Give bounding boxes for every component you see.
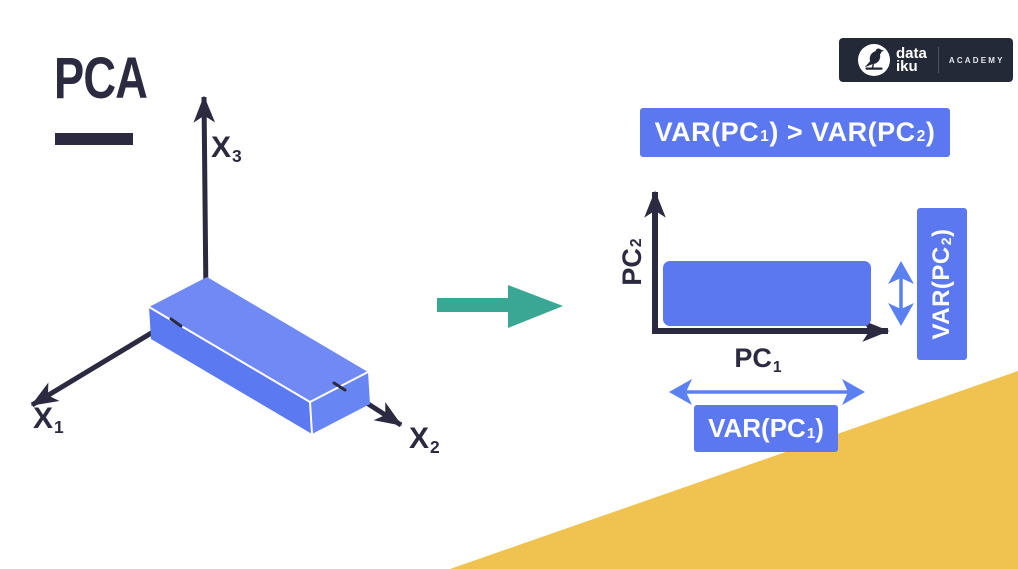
dataiku-logo: data iku ACADEMY <box>839 38 1013 82</box>
transform-arrow-icon <box>437 285 563 328</box>
horizontal-variance-arrow-icon <box>669 379 865 405</box>
page-title: PCA <box>54 46 148 111</box>
academy-label: ACADEMY <box>948 55 1005 65</box>
logo-divider <box>937 47 939 73</box>
brand-name-top: data <box>896 45 927 62</box>
title-underline <box>55 133 133 145</box>
pc1-axis-label: PC1 <box>734 343 782 376</box>
yellow-corner-decoration <box>450 371 1018 569</box>
brand-name: data iku <box>896 45 927 75</box>
pc-data-rectangle <box>663 261 871 326</box>
x3-axis-line <box>193 95 216 301</box>
vertical-variance-arrow-icon <box>888 261 914 326</box>
brand-name-bottom: iku <box>896 58 918 75</box>
hidden-axis-tick-marks <box>169 317 347 392</box>
cuboid-front-face <box>149 307 312 434</box>
x2-axis-label: X2 <box>409 422 440 458</box>
axes-2d-figure <box>644 190 890 342</box>
cuboid-end-face <box>310 372 370 434</box>
cuboid-top-face <box>149 277 368 402</box>
x3-axis-label: X3 <box>211 131 242 167</box>
x1-axis-label: X1 <box>33 402 64 438</box>
dataiku-bird-icon <box>858 44 890 76</box>
data-cuboid <box>148 277 370 435</box>
